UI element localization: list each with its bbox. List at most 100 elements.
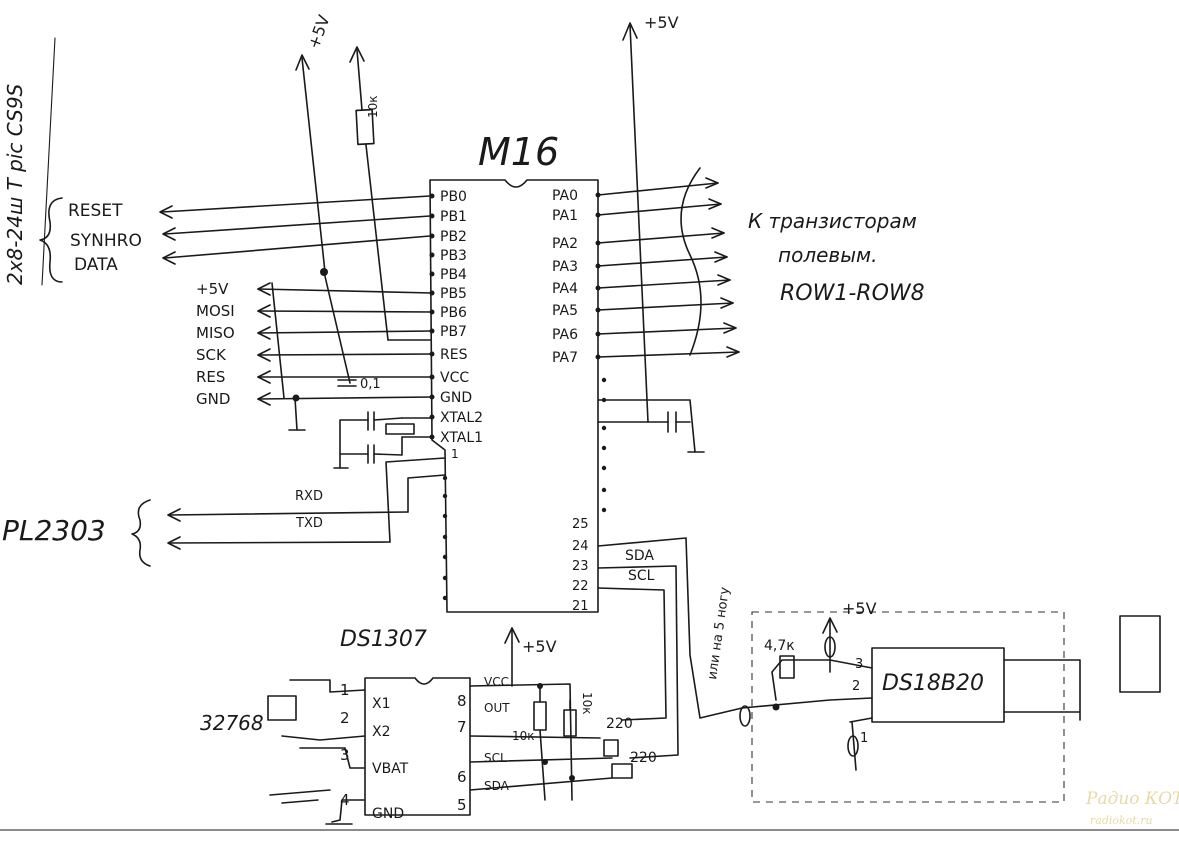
- row-output-line: [597, 182, 719, 196]
- mcu-pin-dot: [601, 465, 607, 471]
- battery-icon: [269, 789, 366, 823]
- row-output-line: [597, 351, 740, 358]
- mcu-pin-label: RES: [440, 347, 468, 363]
- reset-pullup-value: 10к: [366, 95, 380, 118]
- rtc-crystal: 32768: [200, 711, 264, 735]
- rtc-pin-number: 8: [457, 692, 467, 710]
- rtc-pin-number: 1: [340, 681, 350, 699]
- mcu-pin-dot: [442, 575, 448, 581]
- supply-wire-left: [301, 57, 326, 273]
- mcu-m16: M16 PB0PB1PB2PB3PB4PB5PB6PB7RESVCCGNDXTA…: [429, 130, 655, 614]
- rtc-crystal-wiring: [281, 679, 366, 769]
- series-resistor: [611, 763, 633, 779]
- row-text-2: полевым.: [778, 243, 877, 267]
- arrow-up-icon: [504, 627, 520, 644]
- rtc-wiring: [469, 683, 613, 801]
- arrow-left-icon: [162, 251, 176, 265]
- supply-label-right: +5V: [644, 13, 679, 32]
- arrow-left-icon: [257, 282, 271, 296]
- mcu-pin-label: PB7: [440, 324, 467, 340]
- arrow-left-icon: [257, 392, 271, 406]
- isp-line: [257, 330, 433, 334]
- mcu-pin-label: PB1: [440, 209, 467, 225]
- mcu-pin-label: PA7: [552, 350, 578, 366]
- mcu-pin-label: VCC: [440, 370, 469, 386]
- mcu-pin-one: 1: [451, 447, 459, 461]
- mcu-left-pin-labels: PB0PB1PB2PB3PB4PB5PB6PB7RESVCCGNDXTAL2XT…: [429, 189, 483, 446]
- isp-bus-vertical: [271, 282, 285, 399]
- mcu-pin-dot: [442, 595, 448, 601]
- sensor-pin-2: 2: [852, 679, 860, 694]
- row-text-3: ROW1-ROW8: [780, 281, 925, 306]
- sensor-body: [871, 647, 1005, 723]
- supply-wire-right: [356, 49, 363, 111]
- rtc-r220-a: 220: [606, 716, 633, 732]
- rtc-r10k-b: 10к: [580, 692, 594, 715]
- arrow-right-icon: [720, 297, 734, 309]
- rxd-label: RXD: [295, 489, 323, 504]
- mcu-pin-label: PA4: [552, 281, 578, 297]
- junction-dot: [542, 759, 548, 765]
- mcu-pin-dot: [442, 513, 448, 519]
- mcu-pin-label: PB4: [440, 267, 467, 283]
- mcu-pin-dot: [442, 493, 448, 499]
- rtc-pin-number: 3: [340, 746, 350, 764]
- arrow-right-icon: [708, 198, 722, 210]
- sensor-ds18b20: DS18B20 3 2 1 +5V 4,7к: [739, 599, 1161, 803]
- junction-dot: [292, 394, 300, 402]
- row-output-group: К транзисторам полевым. ROW1-ROW8: [597, 167, 925, 358]
- isp-label: MOSI: [196, 302, 235, 320]
- junction-dot: [569, 775, 575, 781]
- uart-wiring: [385, 457, 446, 543]
- arrow-right-icon: [714, 251, 728, 263]
- arrow-left-icon: [257, 304, 271, 318]
- connector-icon: [824, 636, 836, 658]
- brace: [39, 197, 63, 283]
- isp-lines: [257, 282, 433, 406]
- right-supply: +5V: [597, 13, 705, 453]
- mcu-pin-pb2: [429, 233, 435, 239]
- mcu-pin-number: 21: [572, 599, 589, 614]
- rtc-pin-name: OUT: [484, 701, 510, 715]
- rtc-pin-name: SCL: [484, 751, 507, 765]
- watermark-line-2: radiokot.ru: [1090, 814, 1153, 827]
- isp-line: [257, 396, 433, 400]
- isp-label: +5V: [196, 280, 229, 298]
- rtc-name: DS1307: [340, 627, 427, 652]
- arrow-right-icon: [723, 322, 737, 334]
- mcu-pin-pb4: [429, 271, 435, 277]
- pullup-resistor: [563, 709, 577, 737]
- rtc-pin-name: VBAT: [372, 761, 409, 777]
- mcu-pin-number: 22: [572, 579, 589, 594]
- sensor-resistor: 4,7к: [764, 638, 795, 654]
- rtc-r10k-a: 10к: [512, 729, 535, 743]
- row-output-line: [597, 232, 725, 244]
- shift-label: DATA: [74, 255, 118, 275]
- isp-label: MISO: [196, 324, 235, 342]
- mcu-pin-label: PB5: [440, 286, 467, 302]
- arrow-up-icon: [295, 54, 310, 71]
- arrow-up-icon: [349, 46, 365, 63]
- row-lines: [597, 177, 740, 358]
- connector-icon: [847, 735, 859, 757]
- sensor-pin-1: 1: [860, 731, 868, 746]
- brace: [131, 499, 151, 567]
- data-line: [164, 235, 431, 259]
- mcu-pin-pb3: [429, 252, 435, 258]
- arrow-left-icon: [167, 536, 181, 550]
- rtc-pin-number: 2: [340, 709, 350, 727]
- right-decoupling-wiring: [597, 399, 696, 453]
- arrow-left-icon: [162, 227, 176, 241]
- mcu-lower-pins: [442, 377, 607, 601]
- sensor-cable: [1003, 615, 1161, 721]
- supply-label-left: +5V: [304, 12, 334, 51]
- row-output-line: [597, 302, 734, 311]
- rtc-pin-number: 7: [457, 718, 467, 736]
- sensor-enclosure: [751, 611, 1065, 803]
- scl-line: [597, 587, 667, 721]
- mcu-pin-dot: [601, 507, 607, 513]
